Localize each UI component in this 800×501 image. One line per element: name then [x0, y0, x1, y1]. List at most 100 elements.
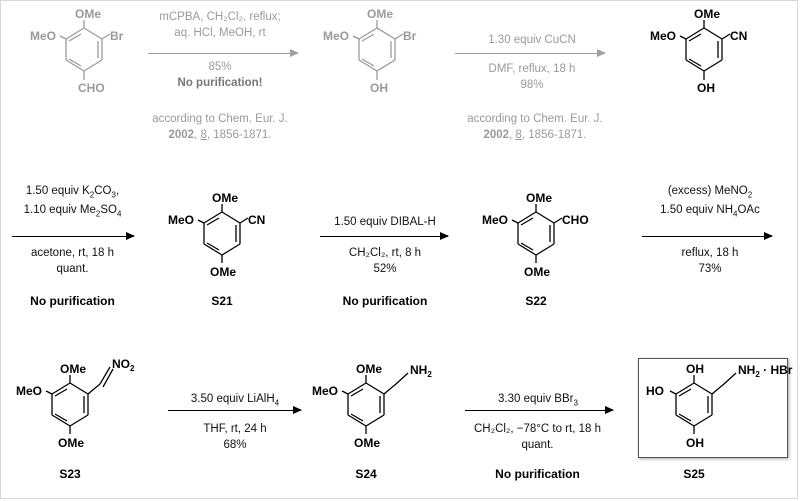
step1-note: No purification!	[177, 76, 263, 89]
step5-reagent-a: (excess) MeNO	[667, 185, 748, 197]
step3-reagent-b: CO	[94, 185, 112, 197]
step2-ref-volume: 8	[515, 128, 522, 141]
step7-conditions-top: 3.30 equiv BBr3	[498, 393, 578, 408]
step7-solvent: CH₂Cl₂, −78°C to rt, 18 h	[474, 423, 601, 435]
cho-label: CHO	[78, 81, 105, 95]
meo-label: MeO	[312, 384, 338, 398]
step1-reference: according to Chem. Eur. J. 2002, 8, 1856…	[140, 112, 300, 143]
step4-conditions-top: 1.50 equiv DIBAL-H	[315, 215, 455, 231]
product-box	[638, 358, 788, 458]
step5-conditions: reflux, 18 h	[681, 247, 739, 259]
meo-label: MeO	[30, 29, 56, 43]
step6-conditions-bottom: THF, rt, 24 h 68%	[165, 422, 305, 453]
br-label: Br	[110, 29, 124, 43]
step5-yield: 73%	[698, 262, 722, 275]
oh-label: OH	[370, 81, 388, 95]
step6-conditions-top: 3.50 equiv LiAlH4	[190, 393, 280, 408]
step1-reagent-line1: mCPBA, CH₂Cl₂, reflux;	[159, 11, 281, 23]
step1-conditions-top: mCPBA, CH₂Cl₂, reflux; aq. HCl, MeOH, rt	[140, 10, 300, 41]
step2-reference: according to Chem. Eur. J. 2002, 8, 1856…	[455, 112, 615, 143]
step2-arrow	[455, 49, 606, 57]
meo-label: MeO	[168, 213, 194, 227]
ome-label: OMe	[75, 7, 101, 21]
ome-label: OMe	[524, 265, 550, 279]
ome-label: OMe	[354, 436, 380, 450]
step2-ref-year: 2002	[483, 128, 510, 141]
step2-reagent-line2: DMF, reflux, 18 h	[488, 63, 576, 75]
step3-reagent-a: 1.50 equiv K	[25, 185, 90, 197]
step5-arrow	[642, 232, 773, 240]
step7-conditions-bottom: CH₂Cl₂, −78°C to rt, 18 h quant.	[455, 422, 620, 453]
oh-label: OH	[686, 436, 704, 450]
step7-yield: quant.	[521, 438, 554, 451]
step3-reagent-c: 1.10 equiv Me	[23, 203, 96, 216]
step4-arrow	[320, 232, 449, 240]
cn-label: CN	[248, 213, 265, 227]
step1-ref-journal: according to Chem. Eur. J.	[152, 113, 288, 125]
step1-arrow	[148, 49, 299, 57]
step3-yield: quant.	[56, 262, 89, 275]
step4-no-purification: No purification	[342, 294, 428, 308]
oh-label: OH	[686, 362, 704, 376]
step1-reagent-line2: aq. HCl, MeOH, rt	[174, 26, 266, 39]
step5-conditions-top: (excess) MeNO2 1.50 equiv NH4OAc	[660, 185, 760, 219]
step3-conditions-bottom: acetone, rt, 18 h quant.	[5, 246, 140, 277]
step2-ref-journal: according to Chem. Eur. J.	[467, 113, 603, 125]
cho-label: CHO	[562, 213, 589, 227]
step6-reagent: 3.50 equiv LiAlH	[190, 393, 275, 405]
cn-label: CN	[730, 29, 747, 43]
step5-reagent-b: 1.50 equiv NH	[660, 203, 734, 216]
br-label: Br	[403, 29, 417, 43]
compound-label-s24: S24	[355, 467, 377, 481]
oh-label: OH	[697, 81, 715, 95]
amine-hbr-label: NH2 · HBr	[738, 363, 793, 379]
ho-label: HO	[646, 384, 664, 398]
step1-ref-pages: , 1856-1871.	[206, 128, 272, 141]
step3-reagent-d: SO	[100, 203, 117, 216]
meo-label: MeO	[16, 384, 42, 398]
step6-solvent: THF, rt, 24 h	[203, 423, 267, 435]
step6-arrow	[168, 406, 302, 414]
ome-label: OMe	[526, 191, 552, 205]
ome-label: OMe	[210, 265, 236, 279]
step7-reagent: 3.30 equiv BBr	[498, 393, 574, 405]
step7-arrow	[465, 406, 614, 414]
ome-label: OMe	[60, 362, 86, 376]
step1-conditions-bottom: 85% No purification!	[140, 60, 300, 91]
step1-yield: 85%	[208, 61, 232, 73]
ome-label: OMe	[356, 362, 382, 376]
compound-label-s23: S23	[59, 467, 81, 481]
meo-label: MeO	[482, 213, 508, 227]
amine-label: NH2	[410, 363, 432, 379]
step4-solvent: CH₂Cl₂, rt, 8 h	[348, 247, 422, 259]
step2-conditions-top: 1.30 equiv CuCN	[462, 33, 602, 49]
nitro-label: NO2	[112, 357, 135, 373]
step7-no-purification: No purification	[495, 467, 580, 481]
meo-label: MeO	[323, 29, 349, 43]
ome-label: OMe	[694, 7, 720, 21]
step1-ref-year: 2002	[168, 128, 195, 141]
step1-ref-volume: 8	[200, 128, 207, 141]
compound-label-s25: S25	[683, 467, 705, 481]
ome-label: OMe	[212, 191, 238, 205]
compound-label-s21: S21	[211, 294, 233, 308]
ome-label: OMe	[367, 7, 393, 21]
step6-yield: 68%	[223, 438, 247, 451]
step2-reagent-line1: 1.30 equiv CuCN	[488, 34, 576, 46]
step4-conditions-bottom: CH₂Cl₂, rt, 8 h 52%	[315, 246, 455, 277]
compound-label-s22: S22	[525, 294, 547, 308]
step2-ref-pages: , 1856-1871.	[521, 128, 587, 141]
step3-conditions-top: 1.50 equiv K2CO3, 1.10 equiv Me2SO4	[23, 185, 122, 219]
step3-arrow	[12, 232, 135, 240]
step4-yield: 52%	[373, 262, 397, 275]
step5-reagent-c: OAc	[737, 203, 760, 216]
step5-conditions-bottom: reflux, 18 h 73%	[635, 246, 785, 277]
